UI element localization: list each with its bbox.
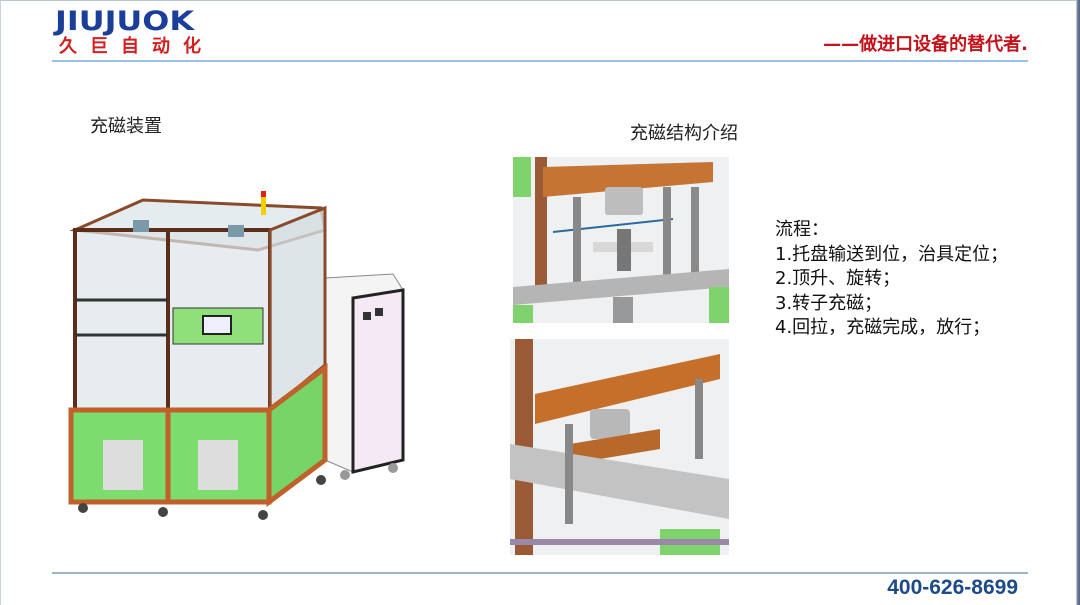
structure-closeup-bottom-image [510,339,729,555]
process-step-4: 4.回拉，充磁完成，放行； [775,317,991,338]
header-divider [52,60,1028,62]
process-step-2: 2.顶升、旋转； [775,268,901,289]
machine-render-image [68,191,405,520]
slogan: ——做进口设备的替代者. [823,34,1028,55]
company-logo: JIUJUOK 久巨自动化 [55,8,214,58]
footer-divider [52,572,1028,574]
section-title-device: 充磁装置 [90,116,162,137]
process-description: 流程： 1.托盘输送到位，治具定位； 2.顶升、旋转； 3.转子充磁； 4.回拉… [775,218,1008,341]
process-step-1: 1.托盘输送到位，治具定位； [775,243,1009,265]
structure-closeup-top-image [513,157,729,323]
phone-number: 400-626-8699 [887,576,1018,599]
window-edge [1076,0,1080,605]
process-label: 流程： [775,219,829,240]
section-title-structure: 充磁结构介绍 [630,123,738,144]
logo-english: JIUJUOK [55,6,195,37]
logo-chinese: 久巨自动化 [59,36,214,57]
process-step-3: 3.转子充磁； [775,292,883,314]
